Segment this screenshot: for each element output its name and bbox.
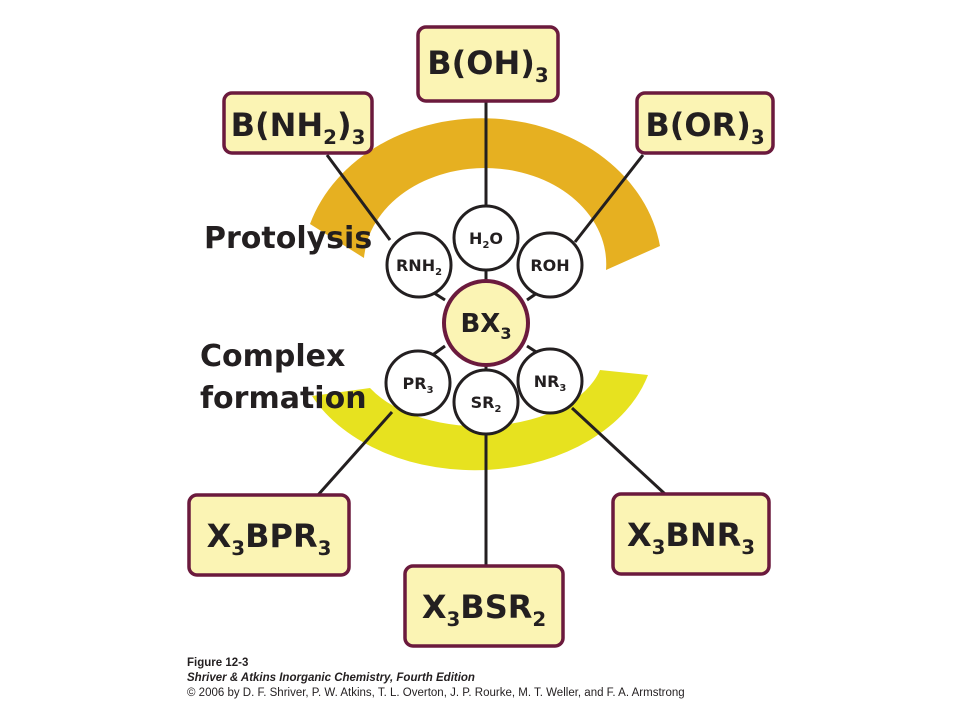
reagent-formula: PR3	[403, 374, 434, 396]
reagent-circle-roh: ROH	[516, 231, 584, 299]
product-formula: X3BPR3	[207, 517, 332, 560]
reagent-circle-pr3: PR3	[384, 349, 452, 417]
label-line: formation	[200, 381, 367, 416]
formula-part: PR	[403, 374, 427, 393]
formula-subscript: 3	[318, 537, 332, 560]
product-box-frame	[222, 91, 374, 155]
formula-part: X	[422, 588, 447, 626]
formula-part: B(OH)	[427, 44, 535, 82]
formula-part: B(OR)	[645, 106, 750, 144]
formula-subscript: 3	[652, 536, 666, 559]
book-title: Shriver & Atkins Inorganic Chemistry, Fo…	[187, 672, 475, 684]
product-formula: B(OR)3	[645, 106, 764, 149]
product-box-x3bsr2: X3BSR2	[403, 564, 565, 648]
product-box-bnh2-3: B(NH2)3	[222, 91, 374, 155]
product-formula: X3BSR2	[422, 588, 546, 631]
figure-number: Figure 12-3	[187, 657, 249, 669]
reagent-circle-nr3: NR3	[516, 347, 584, 415]
reagent-circle-shape	[516, 231, 584, 299]
product-box-frame	[187, 493, 351, 577]
protolysis-arc	[310, 118, 660, 270]
reagent-formula: ROH	[530, 256, 569, 275]
copyright-line: © 2006 by D. F. Shriver, P. W. Atkins, T…	[187, 687, 685, 699]
product-box-frame	[403, 564, 565, 648]
reagent-formula: NR3	[534, 372, 567, 394]
complex-formation-label: Complex formation	[200, 339, 367, 416]
formula-part: )	[337, 106, 352, 144]
formula-subscript: 2	[494, 404, 501, 415]
reagent-formula: RNH2	[396, 256, 442, 278]
reagent-circle-rnh2: RNH2	[385, 231, 453, 299]
reagent-formula: H2O	[469, 229, 503, 251]
formula-part: NR	[534, 372, 560, 391]
label-line: Complex	[200, 339, 345, 374]
center-circle	[442, 279, 530, 367]
formula-part: H	[469, 229, 482, 248]
formula-subscript: 3	[741, 536, 755, 559]
reagent-formula: SR2	[471, 393, 502, 415]
formula-subscript: 3	[447, 608, 461, 631]
formula-subscript: 2	[482, 240, 489, 251]
product-box-frame	[611, 492, 771, 576]
formula-part: RNH	[396, 256, 435, 275]
reagent-circle-shape	[385, 231, 453, 299]
formula-part: BPR	[245, 517, 317, 555]
formula-part: X	[627, 516, 652, 554]
formula-subscript: 2	[435, 267, 442, 278]
product-box-boh3: B(OH)3	[416, 25, 560, 103]
formula-part: SR	[471, 393, 495, 412]
formula-subscript: 3	[559, 383, 566, 394]
connector-line	[570, 406, 667, 496]
product-box-x3bnr3: X3BNR3	[611, 492, 771, 576]
reagent-circle-shape	[384, 349, 452, 417]
figure-caption: Figure 12-3 Shriver & Atkins Inorganic C…	[187, 656, 685, 701]
product-formula: X3BNR3	[627, 516, 755, 559]
formula-part: X	[207, 517, 232, 555]
formula-subscript: 3	[535, 64, 549, 87]
product-box-x3bpr3: X3BPR3	[187, 493, 351, 577]
formula-part: ROH	[530, 256, 569, 275]
product-box-bor3: B(OR)3	[635, 91, 775, 155]
formula-part: BX	[460, 309, 500, 339]
protolysis-label: Protolysis	[204, 221, 372, 256]
reagent-circle-sr2: SR2	[452, 368, 520, 436]
product-formula: B(NH2)3	[231, 106, 366, 149]
formula-subscript: 2	[532, 608, 546, 631]
center-bx3-node: BX3	[442, 279, 530, 367]
product-formula: B(OH)3	[427, 44, 548, 87]
formula-subscript: 2	[323, 126, 337, 149]
reagent-circle-shape	[452, 204, 520, 272]
reagent-circle-shape	[516, 347, 584, 415]
label-line: Protolysis	[204, 221, 372, 256]
reagent-circle-shape	[452, 368, 520, 436]
connector-line	[316, 411, 394, 496]
formula-subscript: 3	[231, 537, 245, 560]
product-box-frame	[416, 25, 560, 103]
connector-line	[325, 154, 392, 241]
formula-subscript: 3	[500, 324, 511, 343]
complex-formation-arc	[312, 370, 648, 471]
formula-part: B(NH	[231, 106, 324, 144]
formula-part: O	[489, 229, 503, 248]
center-formula: BX3	[460, 309, 511, 343]
formula-subscript: 3	[751, 126, 765, 149]
connector-line	[573, 154, 645, 243]
formula-subscript: 3	[427, 385, 434, 396]
formula-part: BNR	[665, 516, 741, 554]
reagent-circle-h2o: H2O	[452, 204, 520, 272]
formula-part: BSR	[460, 588, 532, 626]
product-box-frame	[635, 91, 775, 155]
formula-subscript: 3	[352, 126, 366, 149]
